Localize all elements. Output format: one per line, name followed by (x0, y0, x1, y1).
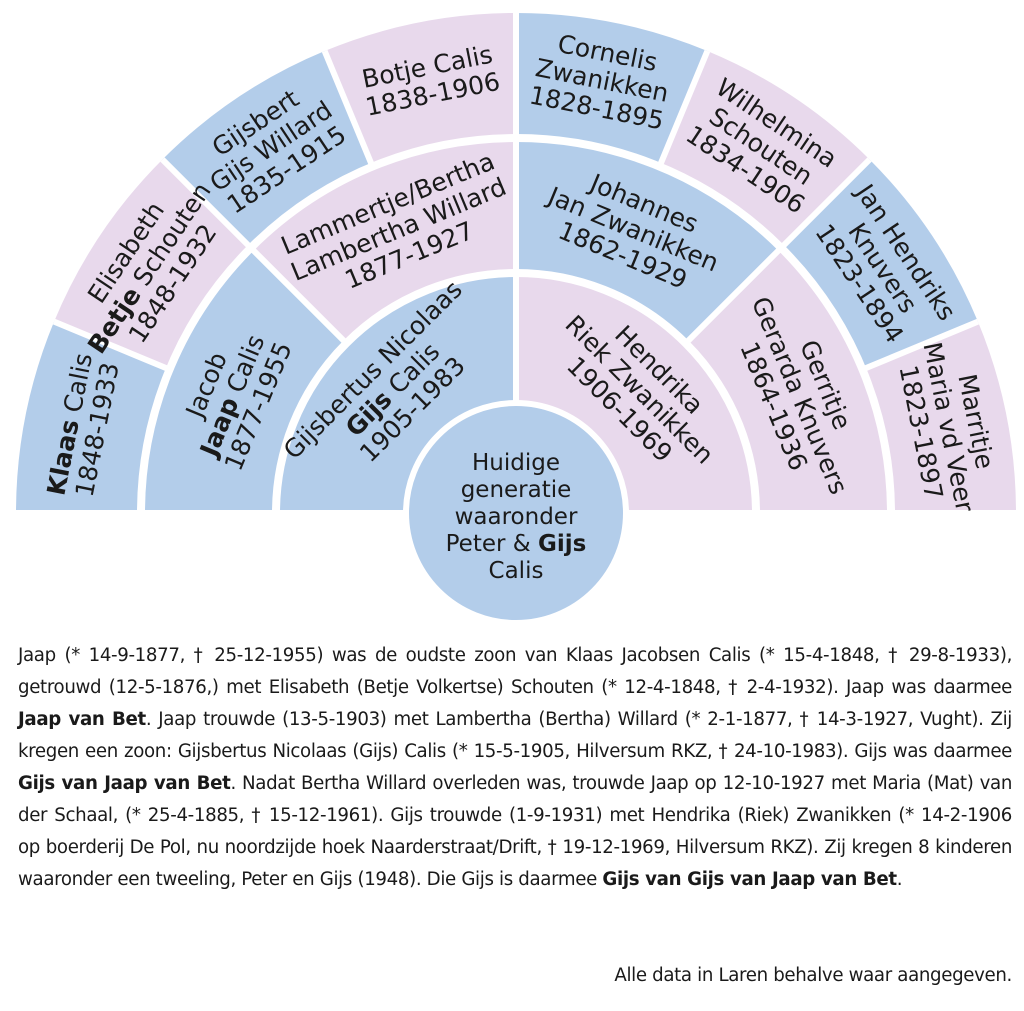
segment-jan-hendriks (781, 159, 978, 370)
radial-divider (160, 157, 253, 250)
segment-botje (324, 13, 516, 167)
paragraph: Jaap (* 14-9-1877, † 25-12-1955) was de … (18, 640, 1012, 896)
center-line: Calis (489, 558, 544, 584)
paragraph-text: . Nadat Bertha Willard overleden was, tr… (18, 773, 1012, 890)
center-line: generatie (461, 477, 572, 503)
segment-elisabeth (54, 159, 251, 370)
paragraph-text: . (896, 869, 903, 890)
segment-klaas (16, 321, 170, 513)
bold-name: Gijs (538, 531, 586, 557)
segment-gijsbertus (276, 273, 516, 513)
radial-divider (248, 245, 349, 346)
segment-marritje (862, 321, 1016, 513)
center-line: Peter & Gijs (446, 531, 587, 557)
radial-divider (861, 318, 980, 373)
segment-gerritje (685, 247, 891, 513)
center-line: waaronder (455, 504, 578, 530)
center-text-run: Calis (489, 558, 544, 584)
radial-divider (656, 49, 711, 168)
radial-divider (321, 49, 376, 168)
paragraph-text: Jaap (* 14-9-1877, † 25-12-1955) was de … (18, 645, 1012, 698)
radial-divider (779, 157, 872, 250)
radial-divider (683, 245, 784, 346)
segment-cornelis (516, 13, 708, 167)
fan-separators (0, 13, 1024, 530)
center-text-run: Peter & (446, 531, 538, 557)
bold-phrase: Jaap van Bet (18, 709, 146, 730)
center-line: Huidige (472, 450, 560, 476)
center-text-run: generatie (461, 477, 572, 503)
segment-hendrika (516, 273, 756, 513)
segment-gijsbert (162, 51, 373, 248)
paragraph-text: . Jaap trouwde (13-5-1903) met Lambertha… (18, 709, 1012, 762)
footnote: Alle data in Laren behalve waar aangegev… (614, 965, 1012, 986)
segment-johannes (516, 138, 782, 344)
segment-wilhelmina (659, 51, 870, 248)
bold-phrase: Gijs van Gijs van Jaap van Bet (602, 869, 897, 890)
center-text-run: waaronder (455, 504, 578, 530)
center-circle (403, 400, 629, 620)
fan-segments (16, 13, 1016, 513)
radial-divider (52, 318, 171, 373)
segment-jacob (141, 247, 347, 513)
family-history-paragraph: Jaap (* 14-9-1877, † 25-12-1955) was de … (18, 640, 1012, 896)
center-text-run: Huidige (472, 450, 560, 476)
segment-lammertje (250, 138, 516, 344)
bold-phrase: Gijs van Jaap van Bet (18, 773, 231, 794)
